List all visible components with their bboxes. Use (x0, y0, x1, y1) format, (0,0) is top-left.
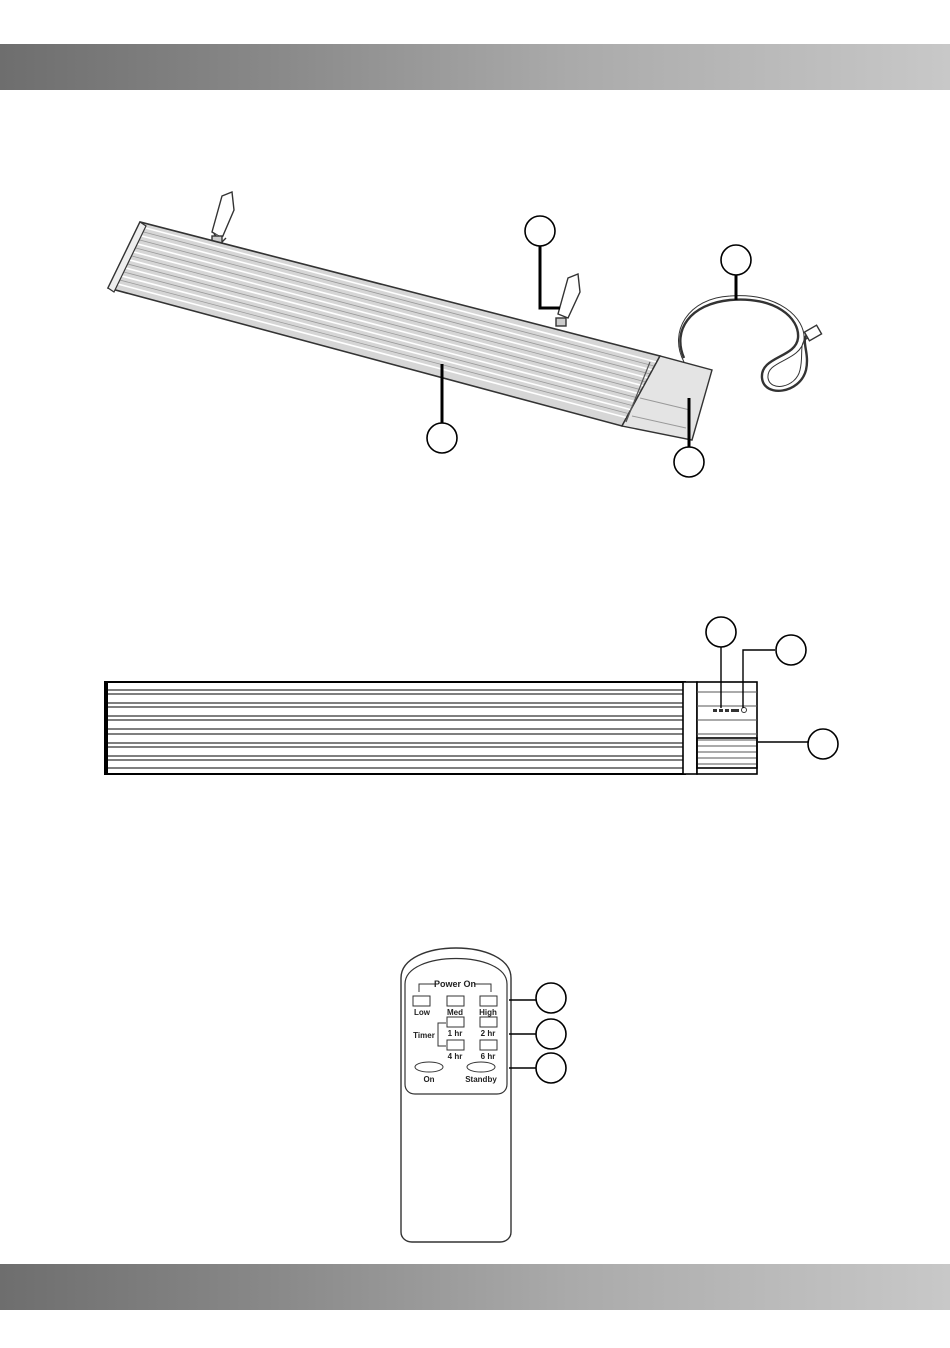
heater-side-figure (105, 617, 838, 775)
remote-low-button[interactable] (413, 996, 430, 1006)
remote-high-label: High (479, 1008, 497, 1017)
remote-2hr-label: 2 hr (481, 1029, 496, 1038)
callout-10-power-buttons (509, 1053, 566, 1083)
remote-4hr-label: 4 hr (448, 1052, 463, 1061)
remote-timer-2hr-button[interactable] (480, 1017, 497, 1027)
remote-timer-1hr-button[interactable] (447, 1017, 464, 1027)
remote-standby-button[interactable] (467, 1062, 495, 1072)
remote-high-button[interactable] (480, 996, 497, 1006)
mounting-bracket-left (212, 192, 234, 244)
remote-on-label: On (423, 1075, 434, 1084)
remote-timer-4hr-button[interactable] (447, 1040, 464, 1050)
remote-6hr-label: 6 hr (481, 1052, 496, 1061)
callout-2-cord (721, 245, 751, 300)
remote-timer-6hr-button[interactable] (480, 1040, 497, 1050)
remote-on-button[interactable] (415, 1062, 443, 1072)
remote-control-figure: Power On Low Med High Timer 1 hr 2 hr 4 … (401, 948, 566, 1242)
remote-1hr-label: 1 hr (448, 1029, 463, 1038)
callout-1-bracket (525, 216, 560, 308)
remote-timer-label: Timer (413, 1031, 435, 1040)
remote-standby-label: Standby (465, 1075, 497, 1084)
heater-perspective-figure (108, 192, 822, 477)
remote-power-on-label: Power On (434, 979, 476, 989)
remote-med-button[interactable] (447, 996, 464, 1006)
callout-8-heat-buttons (509, 983, 566, 1013)
callout-9-timer-buttons (509, 1019, 566, 1049)
callout-7-cable-entry (758, 729, 838, 759)
remote-med-label: Med (447, 1008, 463, 1017)
remote-low-label: Low (414, 1008, 431, 1017)
heater-body (108, 222, 712, 440)
mounting-bracket-right (556, 274, 580, 326)
